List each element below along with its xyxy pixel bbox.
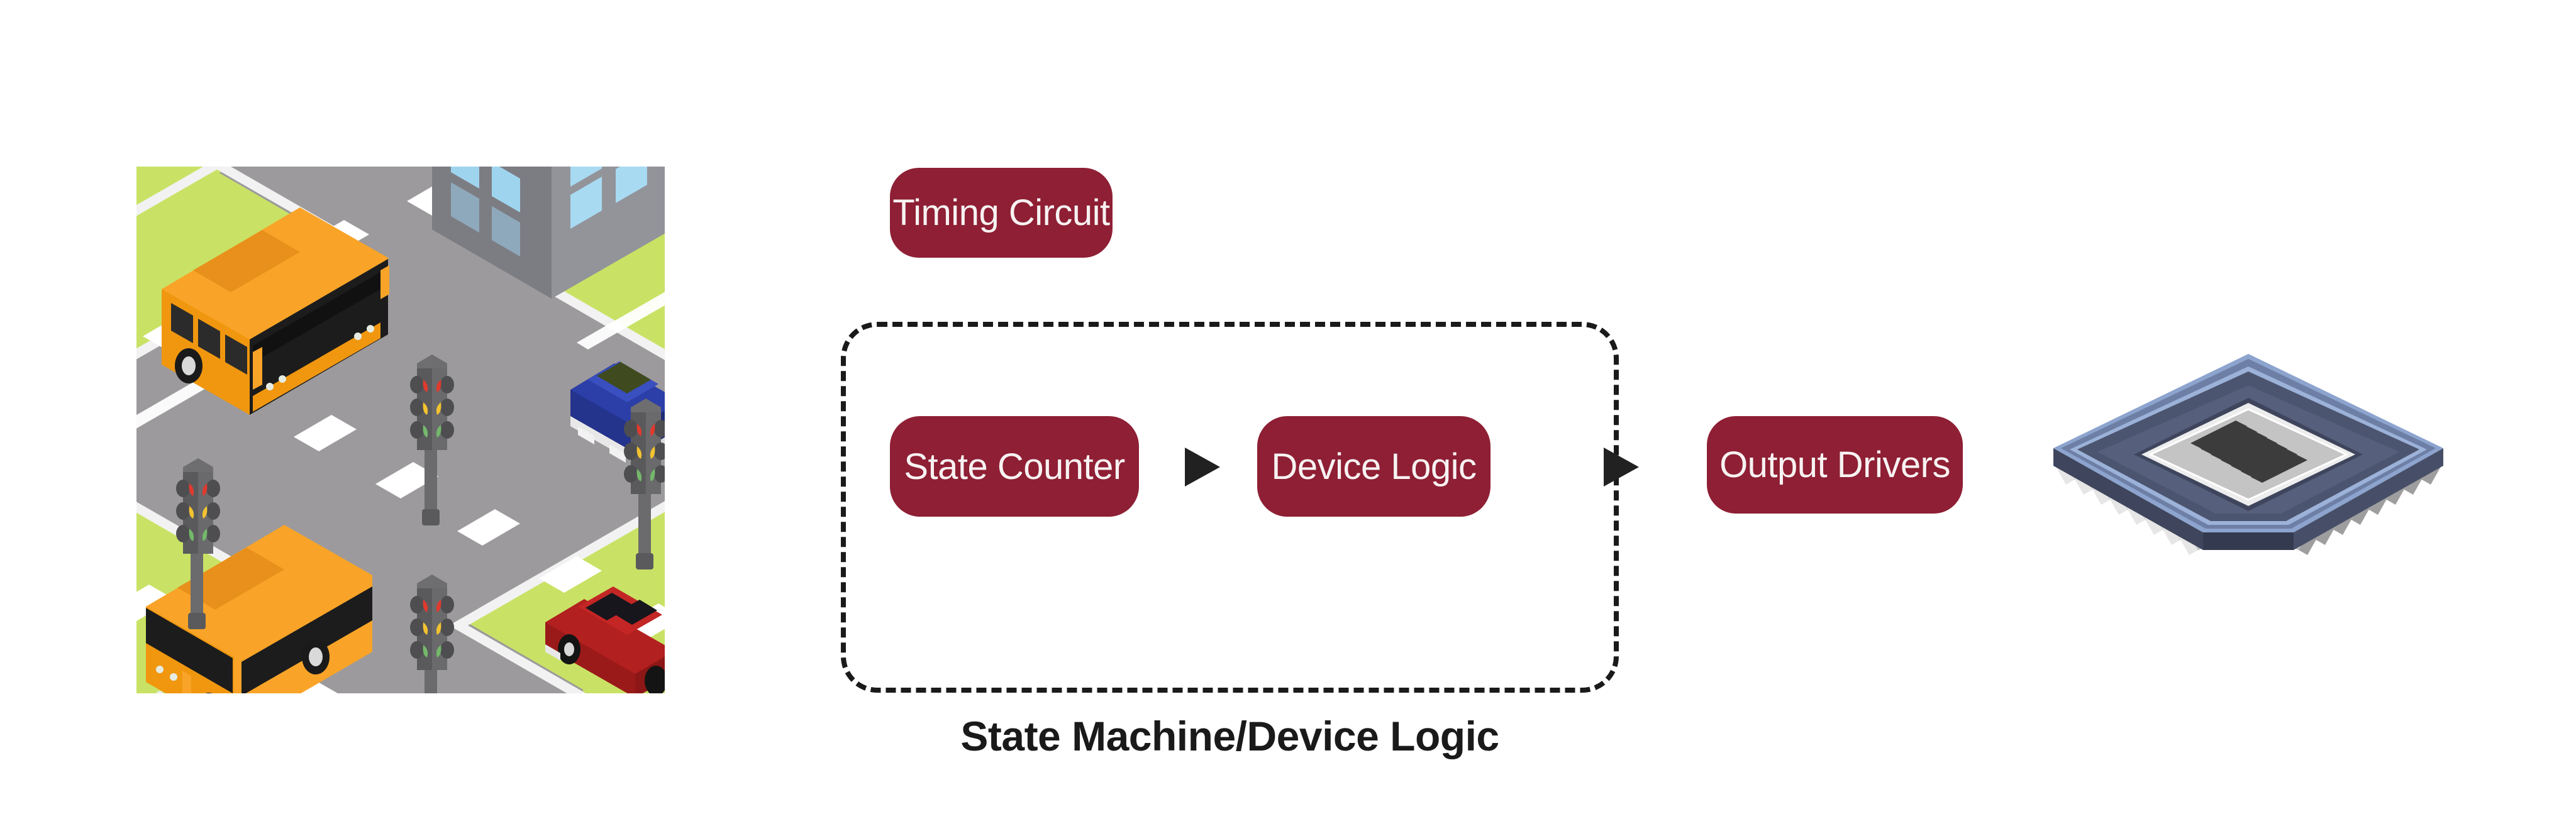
state-machine-group-box[interactable] bbox=[841, 322, 1619, 693]
building-top-right bbox=[432, 167, 665, 299]
bus-top-left bbox=[162, 207, 389, 415]
traffic-light-east bbox=[624, 399, 665, 569]
bus-bottom-left bbox=[146, 525, 372, 693]
traffic-light-west bbox=[176, 458, 220, 629]
node-timing-circuit[interactable]: Timing Circuit bbox=[890, 168, 1113, 258]
arrow-state-counter-to-device-logic bbox=[1185, 448, 1220, 487]
node-output-drivers[interactable]: Output Drivers bbox=[1707, 416, 1963, 514]
node-state-counter[interactable]: State Counter bbox=[890, 416, 1139, 517]
microchip-illustration bbox=[2047, 343, 2450, 594]
car-red bbox=[545, 586, 665, 693]
chip-die-stripes bbox=[2190, 421, 2307, 483]
chip-body-side bbox=[2053, 448, 2443, 550]
traffic-light-south bbox=[410, 575, 454, 693]
arrow-device-logic-to-output-drivers bbox=[1604, 448, 1639, 487]
node-device-logic[interactable]: Device Logic bbox=[1257, 416, 1491, 517]
traffic-light-north bbox=[410, 355, 454, 525]
group-caption: State Machine/Device Logic bbox=[960, 713, 1499, 759]
traffic-intersection-illustration bbox=[136, 167, 665, 693]
